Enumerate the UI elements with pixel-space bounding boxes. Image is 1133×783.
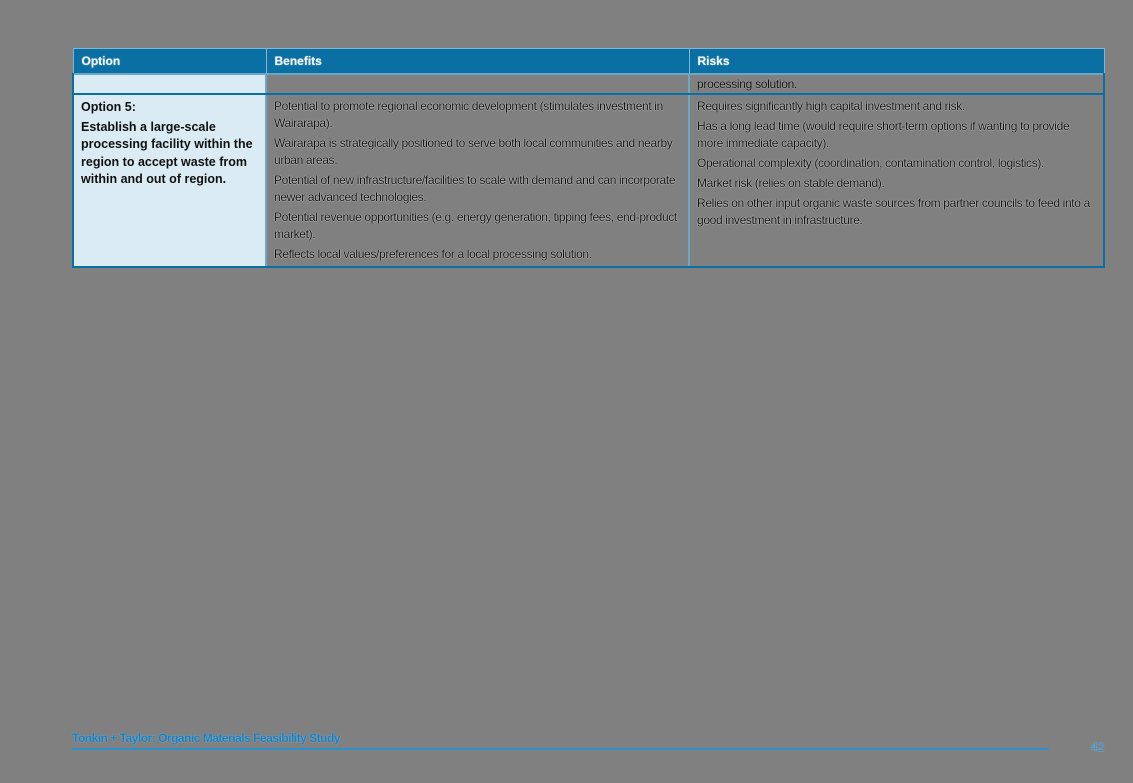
- benefit-item: Potential of new infrastructure/faciliti…: [274, 173, 676, 204]
- table-header-row: Option Benefits Risks: [72, 48, 1105, 75]
- continuation-row: processing solution.: [72, 73, 1105, 95]
- risk-item: Market risk (relies on stable demand).: [697, 176, 885, 190]
- continuation-option-cell: [72, 73, 267, 95]
- page-number: 42: [1091, 740, 1105, 754]
- header-option: Option: [72, 48, 267, 75]
- continuation-risks-cell: processing solution.: [688, 73, 1105, 95]
- benefits-cell: Potential to promote regional economic d…: [265, 93, 690, 268]
- options-table: Option Benefits Risks processing solutio…: [72, 48, 1105, 268]
- benefit-item: Potential revenue opportunities (e.g. en…: [274, 210, 677, 241]
- continuation-benefits-cell: [265, 73, 690, 95]
- footer-divider: [72, 748, 1049, 750]
- header-risks: Risks: [688, 48, 1105, 75]
- option-description: Establish a large-scale processing facil…: [81, 120, 253, 187]
- header-benefits: Benefits: [265, 48, 690, 75]
- risk-item: Operational complexity (coordination, co…: [697, 156, 1044, 170]
- option-cell: Option 5: Establish a large-scale proces…: [72, 93, 267, 268]
- option-title: Option 5:: [81, 100, 136, 114]
- risk-item: Relies on other input organic waste sour…: [697, 196, 1090, 227]
- risk-item: Requires significantly high capital inve…: [697, 99, 965, 113]
- risks-cell: Requires significantly high capital inve…: [688, 93, 1105, 268]
- table-row: Option 5: Establish a large-scale proces…: [72, 93, 1105, 268]
- benefit-item: Reflects local values/preferences for a …: [274, 247, 592, 261]
- risk-item: Has a long lead time (would require shor…: [697, 119, 1070, 150]
- footer-document-title: Tonkin + Taylor: Organic Materials Feasi…: [72, 731, 340, 745]
- benefit-item: Potential to promote regional economic d…: [274, 99, 663, 130]
- benefit-item: Wairarapa is strategically positioned to…: [274, 136, 673, 167]
